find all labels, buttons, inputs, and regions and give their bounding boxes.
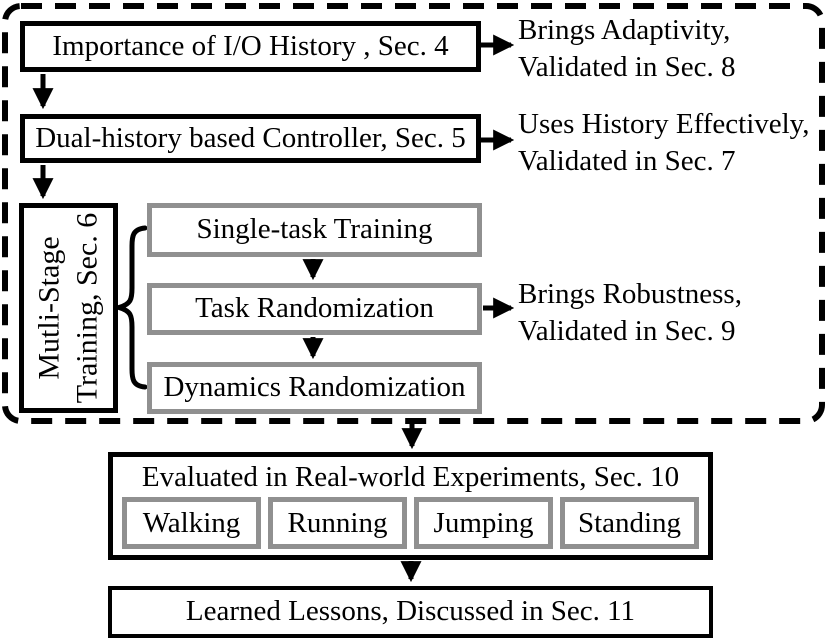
annotation-robustness: Brings Robustness, Validated in Sec. 9 xyxy=(518,276,742,350)
node-dynamics-randomization: Dynamics Randomization xyxy=(147,362,482,414)
node-dual-history-controller-label: Dual-history based Controller, Sec. 5 xyxy=(35,121,466,154)
annotation-robustness-line2: Validated in Sec. 9 xyxy=(518,315,736,347)
multi-stage-line2: Training, Sec. 6 xyxy=(70,212,104,404)
experiment-task-row: Walking Running Jumping Standing xyxy=(122,497,699,549)
node-single-task-training-label: Single-task Training xyxy=(196,213,433,246)
node-single-task-training: Single-task Training xyxy=(147,203,482,257)
node-dual-history-controller: Dual-history based Controller, Sec. 5 xyxy=(20,114,481,163)
brace-training-stages xyxy=(110,225,148,390)
annotation-adaptivity: Brings Adaptivity, Validated in Sec. 8 xyxy=(518,12,735,86)
annotation-adaptivity-line2: Validated in Sec. 8 xyxy=(518,51,736,83)
node-dynamics-randomization-label: Dynamics Randomization xyxy=(163,371,466,404)
annotation-adaptivity-line1: Brings Adaptivity, xyxy=(518,14,731,46)
node-learned-lessons-label: Learned Lessons, Discussed in Sec. 11 xyxy=(185,595,636,628)
annotation-history-line1: Uses History Effectively, xyxy=(518,108,810,140)
task-box-walking: Walking xyxy=(122,497,261,549)
multi-stage-line1: Mutli-Stage xyxy=(32,236,66,380)
node-multi-stage-training-label: Mutli-Stage Training, Sec. 6 xyxy=(31,213,107,404)
node-task-randomization-label: Task Randomization xyxy=(195,292,434,325)
task-running-label: Running xyxy=(287,506,388,539)
task-box-standing: Standing xyxy=(560,497,699,549)
task-walking-label: Walking xyxy=(142,506,241,539)
node-importance-io-history-label: Importance of I/O History , Sec. 4 xyxy=(52,29,449,62)
task-jumping-label: Jumping xyxy=(433,506,534,539)
node-real-world-experiments: Evaluated in Real-world Experiments, Sec… xyxy=(108,452,713,560)
node-task-randomization: Task Randomization xyxy=(147,283,482,335)
task-standing-label: Standing xyxy=(577,506,682,539)
task-box-running: Running xyxy=(268,497,407,549)
node-multi-stage-training: Mutli-Stage Training, Sec. 6 xyxy=(19,203,118,413)
task-box-jumping: Jumping xyxy=(414,497,553,549)
annotation-history: Uses History Effectively, Validated in S… xyxy=(518,106,810,180)
node-learned-lessons: Learned Lessons, Discussed in Sec. 11 xyxy=(108,586,713,638)
node-real-world-experiments-label: Evaluated in Real-world Experiments, Sec… xyxy=(141,461,680,493)
annotation-history-line2: Validated in Sec. 7 xyxy=(518,145,736,177)
node-importance-io-history: Importance of I/O History , Sec. 4 xyxy=(20,21,481,72)
annotation-robustness-line1: Brings Robustness, xyxy=(518,278,742,310)
